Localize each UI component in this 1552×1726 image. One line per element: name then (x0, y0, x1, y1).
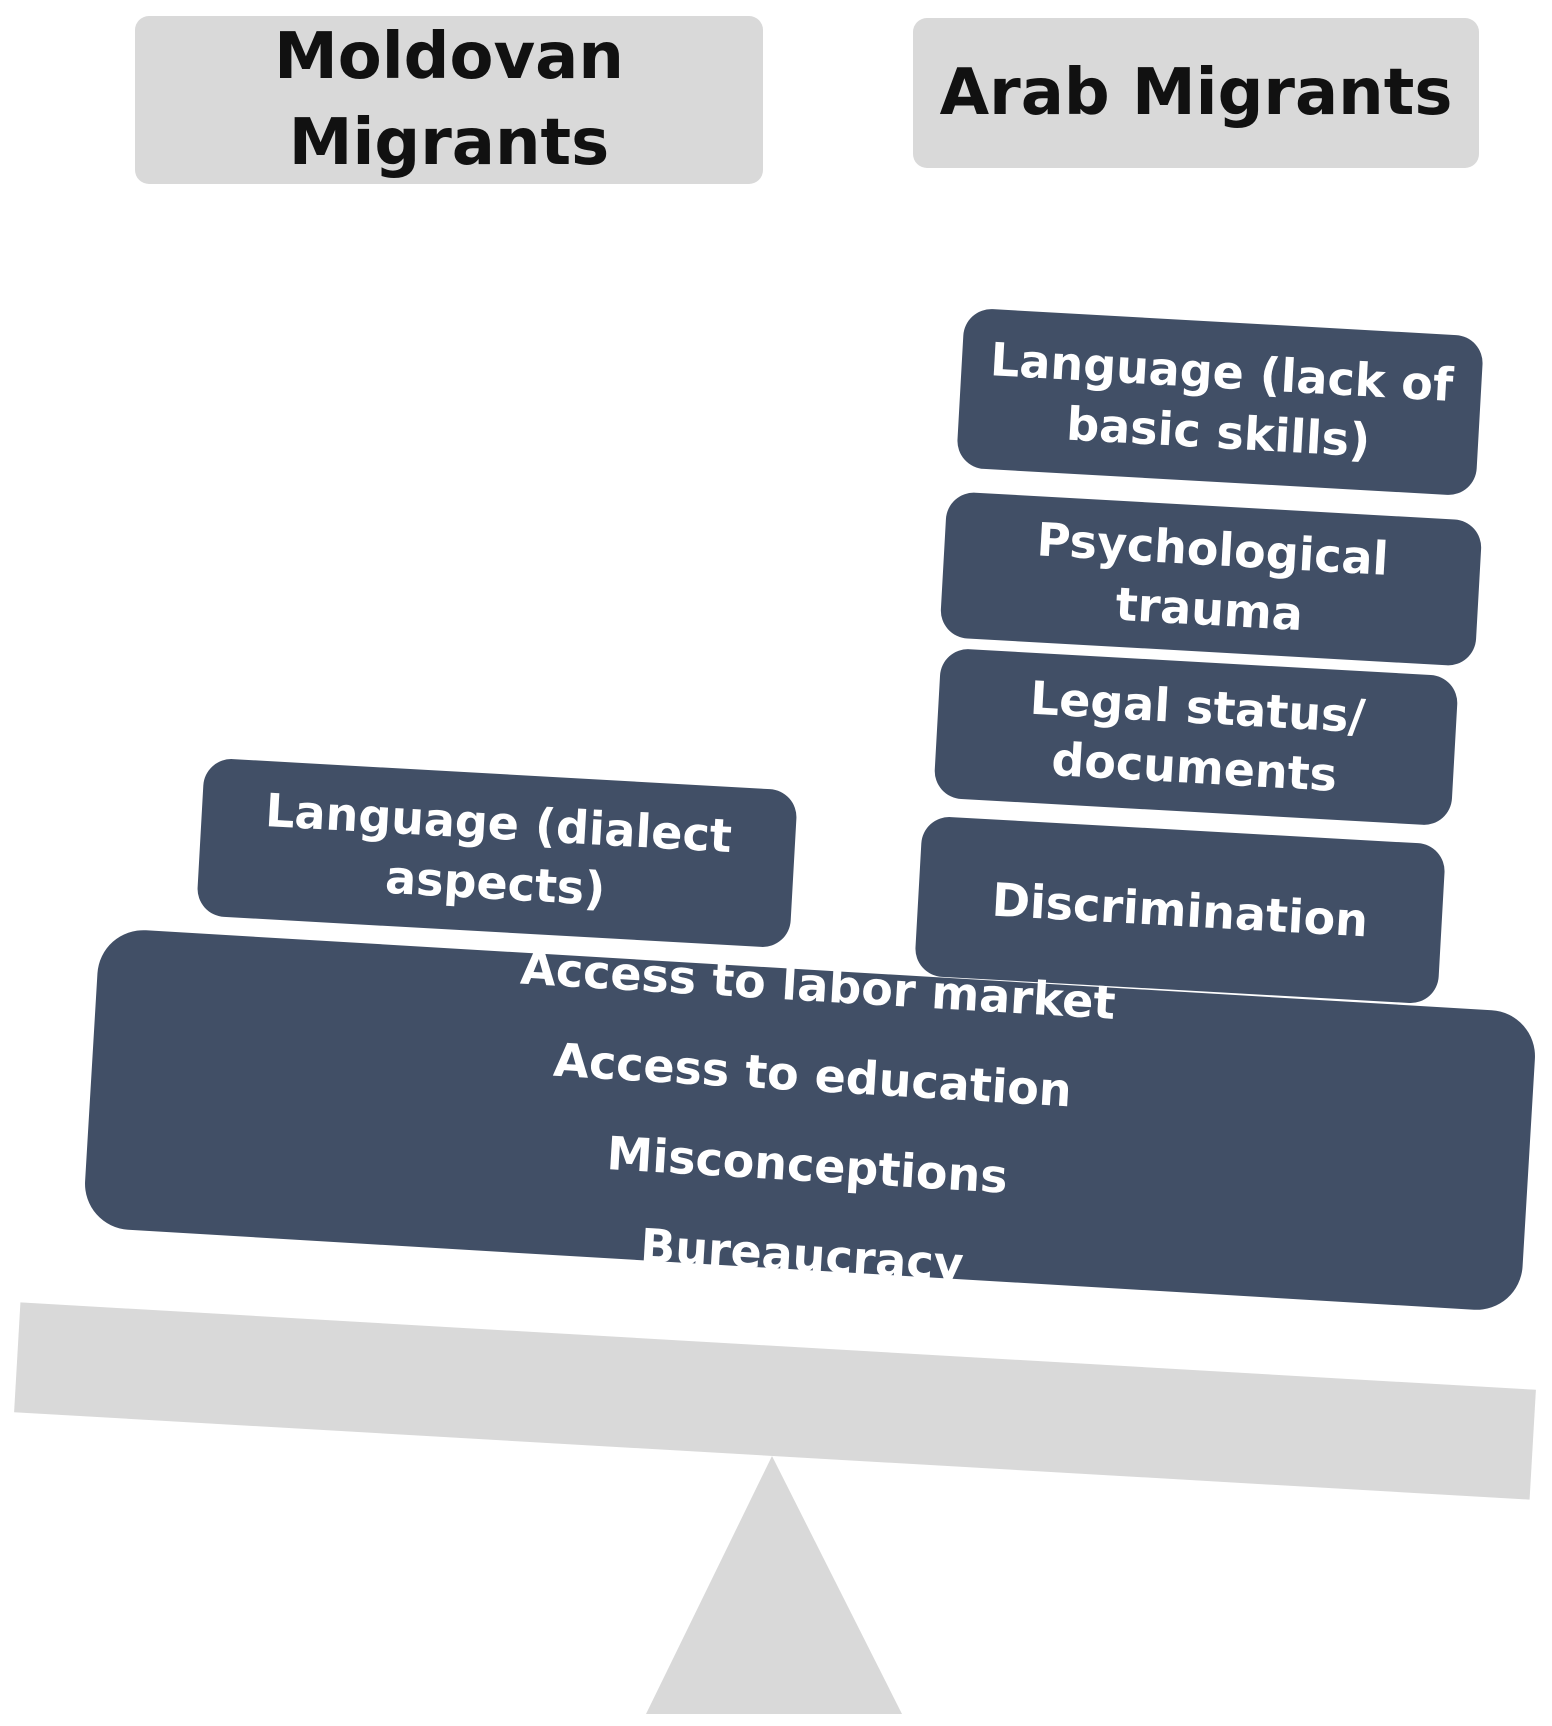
arab-barrier-trauma-line-1: Psychological (1035, 512, 1390, 586)
scale-beam (14, 1302, 1536, 1500)
shared-barrier-bureaucracy: Bureaucracy (638, 1218, 966, 1292)
arab-barrier-trauma-line-2: trauma (1114, 576, 1305, 642)
moldovan-barrier-language-line-2: aspects) (383, 849, 607, 917)
arab-barrier-language: Language (lack of basic skills) (955, 307, 1485, 497)
moldovan-barrier-language: Language (dialect aspects) (196, 757, 798, 949)
arab-barrier-discrimination-label: Discrimination (990, 872, 1370, 948)
moldovan-header-line-2: Migrants (288, 106, 610, 180)
fulcrum-triangle (646, 1456, 902, 1714)
arab-migrants-header: Arab Migrants (913, 18, 1479, 168)
arab-barrier-legal-status: Legal status/ documents (933, 647, 1459, 827)
arab-header-label: Arab Migrants (939, 56, 1453, 130)
moldovan-header-line-1: Moldovan (274, 20, 624, 94)
arab-barrier-psychological-trauma: Psychological trauma (939, 491, 1483, 667)
moldovan-migrants-header: Moldovan Migrants (135, 16, 763, 184)
